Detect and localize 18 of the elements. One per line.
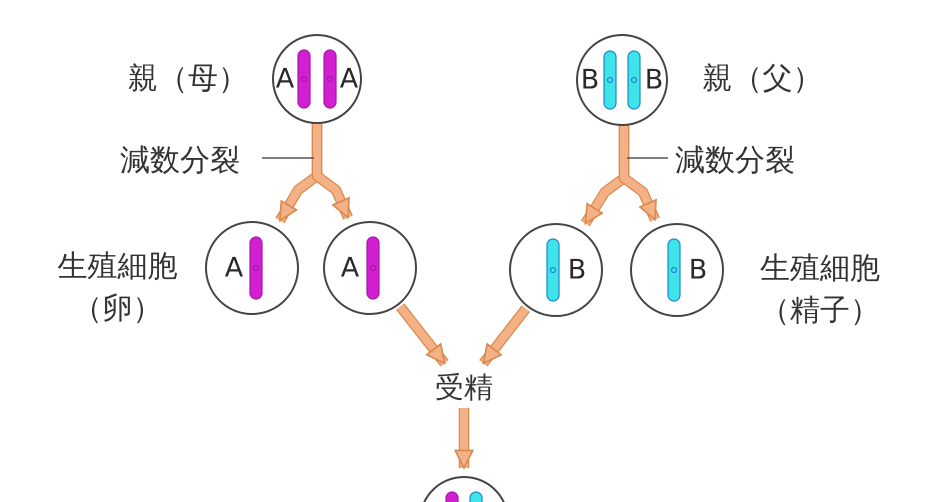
allele-letter: B — [644, 66, 664, 94]
arrow — [479, 305, 530, 367]
node-caption: 親（母） — [127, 60, 249, 98]
allele-letter: B — [568, 256, 586, 284]
edge-label: 減数分裂 — [120, 146, 240, 176]
arrow — [396, 303, 449, 367]
allele-letter: A — [224, 254, 244, 282]
allele-letter: B — [580, 66, 600, 94]
arrow — [454, 408, 474, 469]
allele-letter: B — [688, 256, 708, 284]
node-caption: 生殖細胞（卵） — [56, 248, 178, 328]
allele-letter: A — [276, 66, 294, 92]
node-caption: 親（父） — [702, 60, 824, 98]
node-caption: 生殖細胞（精子） — [759, 250, 881, 330]
edge-label: 減数分裂 — [675, 146, 795, 176]
process-label: 受精 — [434, 370, 494, 406]
allele-letter: A — [340, 66, 358, 92]
allele-letter: A — [340, 254, 360, 282]
